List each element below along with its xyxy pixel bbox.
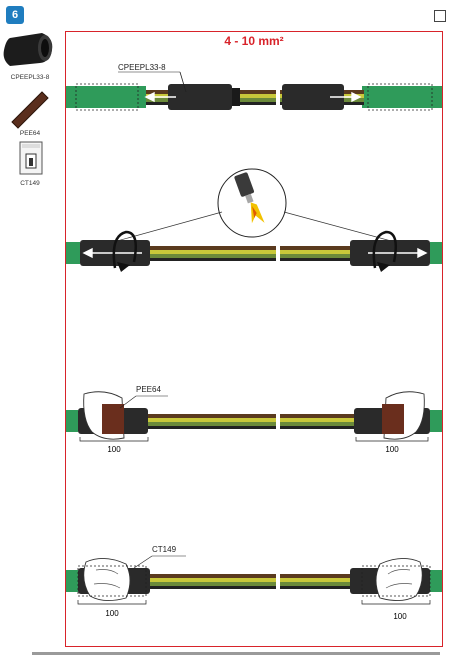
row-4-tape: CT149 100 100 [66, 545, 442, 621]
cable-range-title: 4 - 10 mm² [224, 34, 284, 48]
dimension-tape-left: 100 [105, 609, 119, 618]
sleeve-callout: CPEEPL33-8 [118, 63, 166, 72]
dimension-left: 100 [107, 445, 121, 454]
mastic-right [382, 404, 404, 434]
hand-tape-right [375, 558, 423, 601]
mastic-callout: PEE64 [136, 385, 161, 394]
flame-icon [250, 202, 265, 224]
sleeve-right [282, 84, 344, 110]
kit-label-mastic: PEE64 [19, 130, 41, 137]
kit-item-sleeve [0, 30, 60, 73]
step-number-badge: 6 [6, 6, 24, 24]
row-1-sleeve-positioning: CPEEPL33-8 [66, 63, 442, 111]
step-done-checkbox[interactable] [434, 10, 446, 22]
sleeve-left [168, 84, 232, 110]
cable-jacket-right [362, 86, 442, 108]
hand-tape-left [83, 558, 131, 601]
kit-label-sleeve: CPEEPL33-8 [10, 74, 50, 81]
dimension-tape-right: 100 [393, 612, 407, 621]
cable-jacket-left [66, 86, 146, 108]
row-3-mastic: PEE64 100 100 [66, 385, 442, 454]
row-2-heat-shrink [66, 168, 442, 272]
mastic-strip-icon [11, 91, 49, 129]
kit-item-mastic [0, 86, 60, 135]
dimension-right: 100 [385, 445, 399, 454]
page-footer-rule [32, 652, 440, 655]
kit-label-tape: CT149 [20, 180, 40, 187]
tape-callout: CT149 [152, 545, 177, 554]
kit-item-tape [0, 140, 60, 183]
heat-shrink-tube-icon [3, 33, 53, 66]
instruction-panel: 4 - 10 mm² [65, 31, 443, 647]
sealing-tape-pack-icon [19, 141, 43, 175]
mastic-left [102, 404, 124, 434]
